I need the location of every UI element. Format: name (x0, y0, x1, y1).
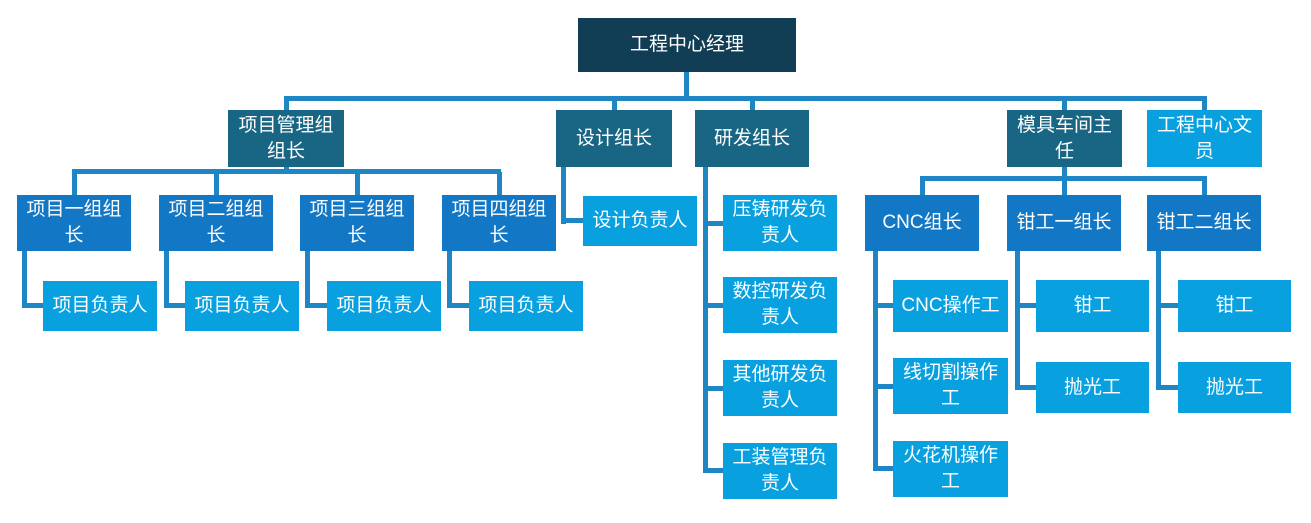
org-node-project-group-3-leader: 项目三组组长 (300, 195, 414, 251)
connector-pm-bus (72, 169, 501, 174)
connector-drop-project2 (214, 172, 219, 195)
org-node-project-group-2-leader: 项目二组组长 (159, 195, 273, 251)
org-node-design-group-leader: 设计组长 (556, 110, 672, 167)
connector-mold-riser (1062, 167, 1067, 180)
org-node-fitter-group-2-leader: 钳工二组长 (1147, 195, 1261, 251)
connector-drop-clerk (1202, 96, 1207, 110)
org-node-project-owner-2: 项目负责人 (185, 281, 299, 331)
connector-drop-mold-director (1062, 96, 1067, 110)
connector-elbow-project3-owner-v (305, 251, 310, 308)
connector-drop-project4 (497, 172, 502, 195)
connector-stub-polisher2 (1156, 385, 1178, 390)
org-node-project-management-group-leader: 项目管理组组长 (228, 110, 344, 167)
connector-stub-edm-operator (873, 466, 893, 471)
connector-root-trunk (684, 72, 689, 98)
connector-elbow-project4-owner-h (447, 303, 469, 308)
org-node-fitter-1: 钳工 (1036, 280, 1149, 332)
connector-level2-bus (284, 96, 1207, 101)
org-node-polisher-1: 抛光工 (1036, 362, 1149, 413)
connector-elbow-project1-owner-h (22, 303, 43, 308)
connector-stub-wirecut-operator (873, 384, 893, 389)
org-node-tooling-management-owner: 工装管理负责人 (723, 443, 837, 499)
connector-elbow-project4-owner-v (447, 251, 452, 308)
org-node-cnc-operator: CNC操作工 (893, 280, 1008, 332)
connector-elbow-project3-owner-h (305, 303, 327, 308)
connector-drop-pm-group (284, 96, 289, 110)
connector-stub-fitter2 (1156, 303, 1178, 308)
connector-drop-project1 (72, 172, 77, 195)
org-node-edm-operator: 火花机操作工 (893, 441, 1008, 497)
connector-elbow-project2-owner-v (164, 251, 169, 308)
org-node-fitter-group-1-leader: 钳工一组长 (1007, 195, 1121, 251)
connector-drop-fitter1-lead (1062, 176, 1067, 195)
connector-drop-rd-lead (750, 96, 755, 110)
org-node-project-owner-4: 项目负责人 (469, 281, 583, 331)
org-node-engineering-center-manager: 工程中心经理 (578, 18, 796, 72)
connector-stub-cnc-operator (873, 303, 893, 308)
connector-rd-rail (703, 167, 708, 473)
connector-drop-project3 (355, 172, 360, 195)
org-node-rd-group-leader: 研发组长 (695, 110, 809, 167)
connector-stub-fitter1 (1015, 303, 1036, 308)
connector-elbow-design-owner-h (561, 218, 583, 223)
connector-drop-fitter2-lead (1202, 176, 1207, 195)
org-node-project-owner-3: 项目负责人 (327, 281, 441, 331)
connector-elbow-project1-owner-v (22, 251, 27, 308)
connector-stub-nc-rd (703, 303, 723, 308)
connector-elbow-project2-owner-h (164, 303, 185, 308)
org-node-engineering-center-clerk: 工程中心文员 (1147, 110, 1262, 167)
connector-cnc-rail (873, 251, 878, 471)
connector-fitter2-rail (1156, 251, 1161, 390)
org-node-design-owner: 设计负责人 (583, 196, 697, 246)
connector-stub-diecast-rd (703, 221, 723, 226)
connector-fitter1-rail (1015, 251, 1020, 390)
org-node-mold-workshop-director: 模具车间主任 (1007, 110, 1122, 167)
org-node-other-rd-owner: 其他研发负责人 (723, 360, 837, 416)
org-node-project-owner-1: 项目负责人 (43, 281, 157, 331)
org-node-project-group-1-leader: 项目一组组长 (17, 195, 131, 251)
connector-drop-design-lead (612, 96, 617, 110)
org-node-polisher-2: 抛光工 (1178, 362, 1291, 413)
org-node-cnc-group-leader: CNC组长 (865, 195, 979, 251)
connector-drop-cnc-lead (920, 176, 925, 195)
connector-stub-tooling-mgmt (703, 468, 723, 473)
org-node-wire-cut-operator: 线切割操作工 (893, 358, 1008, 414)
org-node-fitter-2: 钳工 (1178, 280, 1291, 332)
org-node-nc-rd-owner: 数控研发负责人 (723, 277, 837, 333)
connector-stub-other-rd (703, 386, 723, 391)
connector-elbow-design-owner-v (561, 167, 566, 224)
org-node-die-casting-rd-owner: 压铸研发负责人 (723, 195, 837, 251)
org-node-project-group-4-leader: 项目四组组长 (442, 195, 556, 251)
connector-stub-polisher1 (1015, 385, 1036, 390)
